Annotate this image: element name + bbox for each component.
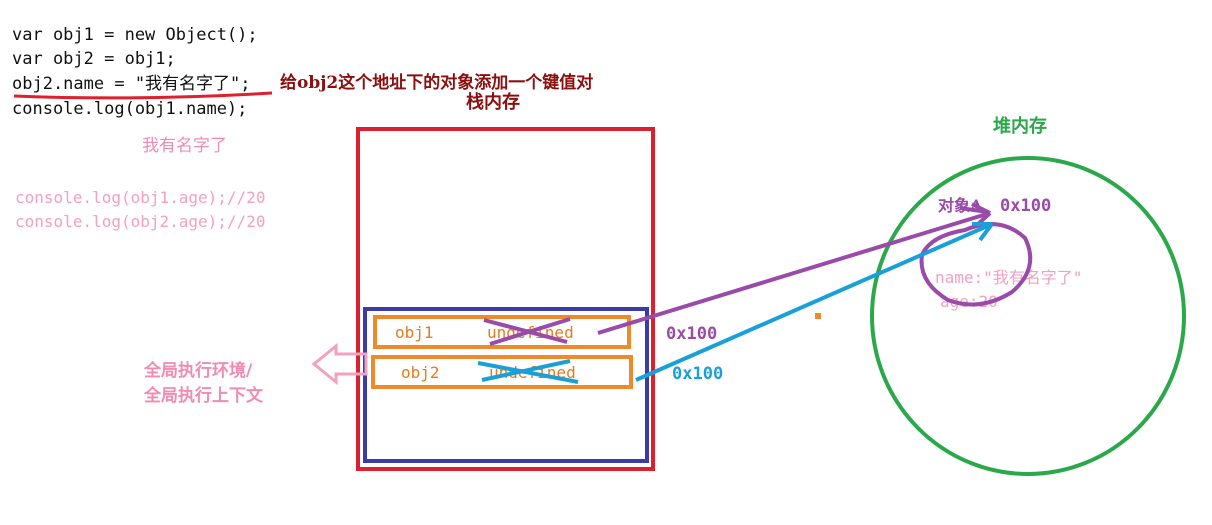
context-pointer-arrow-icon (311, 342, 368, 386)
slot-name: obj1 (395, 323, 434, 342)
code-line-2: var obj2 = obj1; (12, 49, 176, 69)
code-line-1: var obj1 = new Object(); (12, 25, 258, 45)
code-line-4: console.log(obj1.name); (12, 99, 248, 119)
obj1-strike-icon (483, 317, 571, 346)
global-execution-context-box (363, 307, 649, 463)
obj2-strike-icon (477, 359, 579, 384)
age-log-1: console.log(obj1.age);//20 (15, 188, 266, 207)
heap-memory-title: 堆内存 (993, 116, 1047, 137)
stack-memory-title: 栈内存 (466, 92, 520, 113)
object-a-circle (919, 222, 1033, 307)
context-label-line2: 全局执行上下文 (144, 386, 263, 406)
stack-memory-box (356, 127, 655, 471)
heap-prop-name: name:"我有名字了" (935, 268, 1083, 287)
obj2-pointer-label: 0x100 (672, 364, 724, 384)
obj2-pointer-arrow (635, 222, 994, 382)
heap-address-label: 0x100 (1000, 196, 1052, 216)
code-line-3: obj2.name = "我有名字了"; (12, 74, 251, 94)
slot-name: obj2 (401, 363, 440, 382)
heap-prop-age: age:20 (940, 292, 998, 311)
context-label-line1: 全局执行环境/ (144, 361, 253, 381)
age-log-2: console.log(obj2.age);//20 (15, 212, 266, 231)
orange-dot-icon (815, 313, 821, 319)
heap-memory-circle (870, 156, 1186, 476)
obj1-pointer-arrow (597, 202, 992, 335)
output-name-label: 我有名字了 (142, 136, 227, 156)
code-underline (13, 91, 273, 100)
add-key-value-annotation: 给obj2这个地址下的对象添加一个键值对 (280, 73, 594, 93)
obj1-pointer-label: 0x100 (666, 324, 718, 344)
